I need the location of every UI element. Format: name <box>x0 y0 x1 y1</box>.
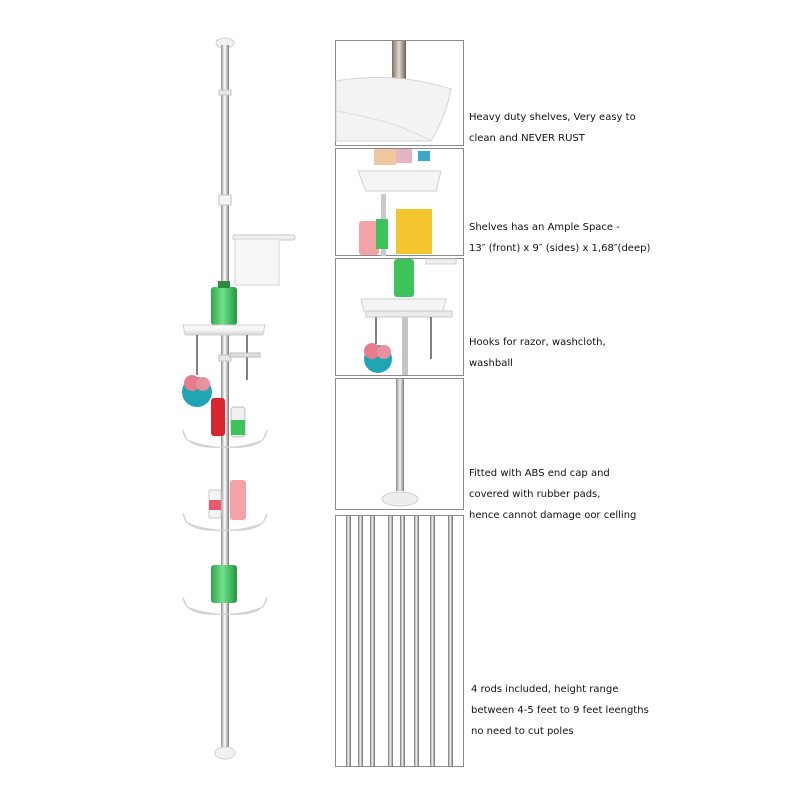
bottle-red <box>211 398 225 436</box>
rod <box>346 516 351 766</box>
bottom-end-cap <box>214 746 236 760</box>
bottle-pink <box>230 480 246 520</box>
rod <box>358 516 363 766</box>
shelf-tray <box>182 429 268 448</box>
tension-pole <box>221 45 229 750</box>
detail-panel-end-cap <box>335 378 464 510</box>
detail-panel-rods <box>335 515 464 767</box>
bottle-green <box>211 287 237 325</box>
rods-closeup <box>346 516 453 766</box>
shelf-tray <box>182 596 268 615</box>
razor-hook-bar <box>229 352 261 358</box>
hooks-closeup <box>360 258 457 375</box>
rod <box>370 516 375 766</box>
rod <box>400 516 405 766</box>
rod <box>388 516 393 766</box>
detail-panel-shelf-space <box>335 148 464 256</box>
end-cap-closeup <box>381 379 419 507</box>
feature-text-4: Fitted with ABS end cap and covered with… <box>469 468 637 521</box>
pole-joint <box>218 194 232 206</box>
detail-panel-hooks <box>335 258 464 376</box>
shelf-space-closeup <box>357 149 442 256</box>
rod <box>414 516 419 766</box>
rod <box>430 516 435 766</box>
shelf-tray <box>182 512 268 531</box>
feature-text-2: Shelves has an Ample Space - 13″ (front)… <box>469 222 651 254</box>
feature-text-5: 4 rods included, height range between 4-… <box>471 684 649 737</box>
towel <box>234 238 280 286</box>
pole-joint <box>218 89 232 96</box>
bottle-green <box>211 565 237 603</box>
feature-text-3: Hooks for razor, washcloth, washball <box>469 337 606 369</box>
caddy-illustration <box>182 37 296 760</box>
shelf-tray <box>182 324 266 336</box>
detail-panel-shelf-corner <box>335 40 464 146</box>
shelf-corner-closeup <box>335 41 452 142</box>
pole-joint <box>218 354 232 362</box>
product-photo-caddy <box>175 35 305 765</box>
feature-text-1: Heavy duty shelves, Very easy to clean a… <box>469 112 636 144</box>
rod <box>448 516 453 766</box>
